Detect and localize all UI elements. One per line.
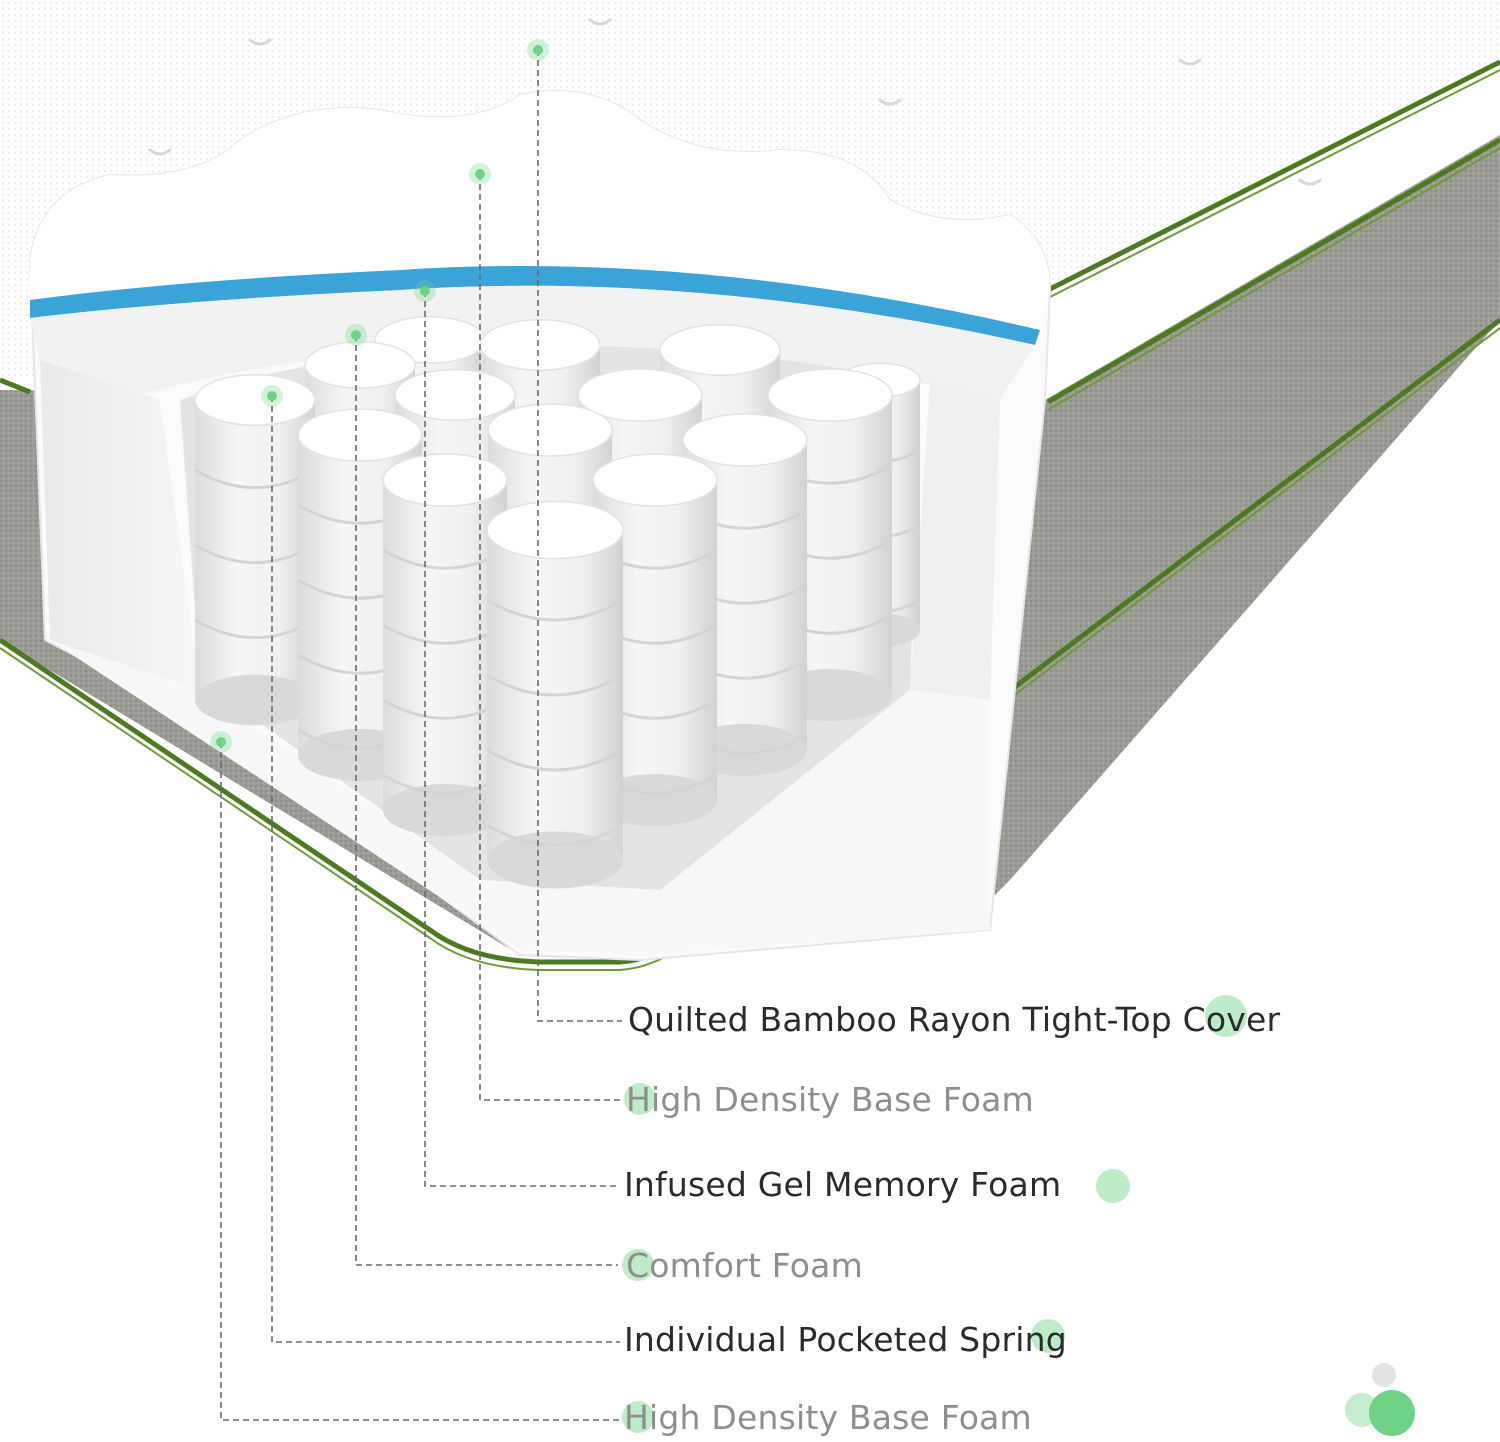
label-individual-pocketed-spring: Individual Pocketed Spring	[624, 1320, 1067, 1359]
label-high-density-base-foam-bottom: High Density Base Foam	[624, 1398, 1032, 1437]
pocketed-springs	[194, 316, 921, 889]
label-high-density-base-foam-top: High Density Base Foam	[626, 1080, 1034, 1119]
anchor-dot	[351, 330, 361, 340]
quilting-tufts	[148, 18, 1322, 186]
label-infused-gel-memory-foam: Infused Gel Memory Foam	[624, 1165, 1062, 1204]
label-glow-dot	[1205, 995, 1247, 1037]
anchor-dot	[267, 391, 277, 401]
label-glow-dot	[624, 1083, 656, 1115]
leader-lines	[220, 50, 622, 1421]
leader-line	[479, 174, 620, 1101]
anchor-dots	[210, 39, 549, 753]
spring-pocket	[194, 374, 316, 726]
leader-line	[424, 291, 618, 1187]
leader-line	[271, 396, 620, 1343]
decorative-dot-cluster	[1345, 1363, 1415, 1436]
label-comfort-foam: Comfort Foam	[626, 1246, 863, 1285]
label-quilted-cover: Quilted Bamboo Rayon Tight-Top Cover	[628, 1000, 1281, 1039]
leader-line	[537, 50, 622, 1022]
label-glow-dot	[622, 1249, 654, 1281]
anchor-dot	[475, 169, 485, 179]
anchor-dot	[216, 737, 226, 747]
anchor-dot	[420, 286, 430, 296]
label-glow-dot	[1096, 1169, 1130, 1203]
label-glow-dot	[1031, 1319, 1065, 1353]
anchor-dot	[533, 45, 543, 55]
leader-line	[355, 335, 618, 1266]
label-glow-dot	[622, 1401, 654, 1433]
label-glow-dots	[622, 995, 1247, 1433]
spring-pocket	[382, 453, 508, 837]
leader-line	[220, 742, 620, 1421]
spring-pocket	[486, 500, 624, 889]
